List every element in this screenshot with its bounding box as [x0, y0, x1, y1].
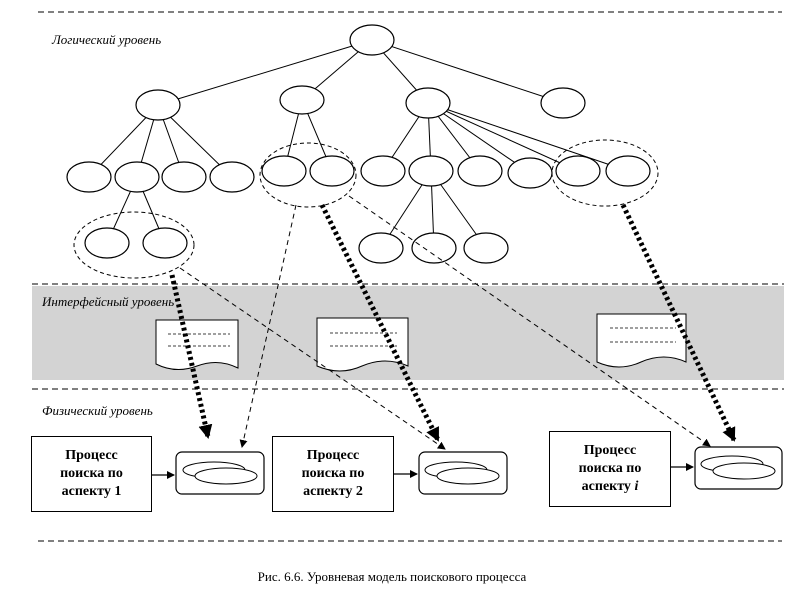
interface-document-1 — [155, 319, 239, 370]
process-1-line-2: поиска по — [60, 466, 123, 481]
tree-node — [540, 87, 586, 119]
process-box-aspect-2: Процесс поиска по аспекту 2 — [272, 436, 394, 512]
tree-node — [457, 155, 503, 187]
tree-node — [279, 85, 325, 115]
group-2-to-store-i-arrow — [348, 195, 711, 447]
process-i-line-1: Процесс — [583, 443, 637, 458]
data-store-2 — [418, 451, 508, 495]
tree-node — [84, 227, 130, 259]
process-box-aspect-i: Процесс поиска по аспекту i — [549, 431, 671, 507]
tree-node — [555, 155, 601, 187]
tree-node — [405, 87, 451, 119]
aspect-1-thick-arrow — [169, 274, 213, 439]
interface-level-label: Интерфейсный уровень — [41, 294, 174, 309]
tree-node — [358, 232, 404, 264]
process-2-line-3: аспекту 2 — [303, 484, 363, 499]
data-store-i — [694, 446, 783, 490]
process-i-index: i — [634, 479, 639, 494]
figure-caption: Рис. 6.6. Уровневая модель поискового пр… — [258, 569, 527, 584]
tree-node — [309, 155, 355, 187]
tree-node — [605, 155, 651, 187]
tree-node-root — [349, 24, 395, 56]
tree-node — [261, 155, 307, 187]
aspect-2-thick-arrow — [319, 203, 441, 442]
tree-node — [142, 227, 188, 259]
process-1-line-1: Процесс — [65, 448, 118, 463]
process-i-line-2: поиска по — [578, 461, 642, 476]
aspect-group-2-outline — [259, 142, 357, 208]
aspect-group-i-outline — [551, 139, 659, 207]
physical-level-label: Физический уровень — [42, 403, 153, 418]
interface-document-i — [596, 313, 687, 368]
tree-node — [135, 89, 181, 121]
logical-level-label: Логический уровень — [51, 32, 161, 47]
tree-node — [411, 232, 457, 264]
tree-node — [161, 161, 207, 193]
aspect-i-thick-arrow — [620, 203, 737, 442]
process-1-line-3: аспекту 1 — [61, 484, 122, 499]
tree-edges — [88, 39, 629, 249]
interface-document-2 — [316, 317, 409, 372]
process-i-line-3: аспекту i — [579, 478, 642, 496]
data-store-1 — [175, 451, 265, 495]
tree-node — [66, 161, 112, 193]
tree-node — [408, 155, 454, 187]
process-2-line-2: поиска по — [301, 466, 365, 481]
process-2-line-1: Процесс — [306, 448, 360, 463]
tree-node — [360, 155, 406, 187]
tree-node — [463, 232, 509, 264]
tree-node — [507, 157, 553, 189]
aspect-group-1-outline — [73, 211, 195, 279]
tree-node — [114, 161, 160, 193]
process-i-line-3-text: аспекту — [581, 479, 631, 494]
process-box-aspect-1: Процесс поиска по аспекту 1 — [31, 436, 152, 512]
tree-node — [209, 161, 255, 193]
